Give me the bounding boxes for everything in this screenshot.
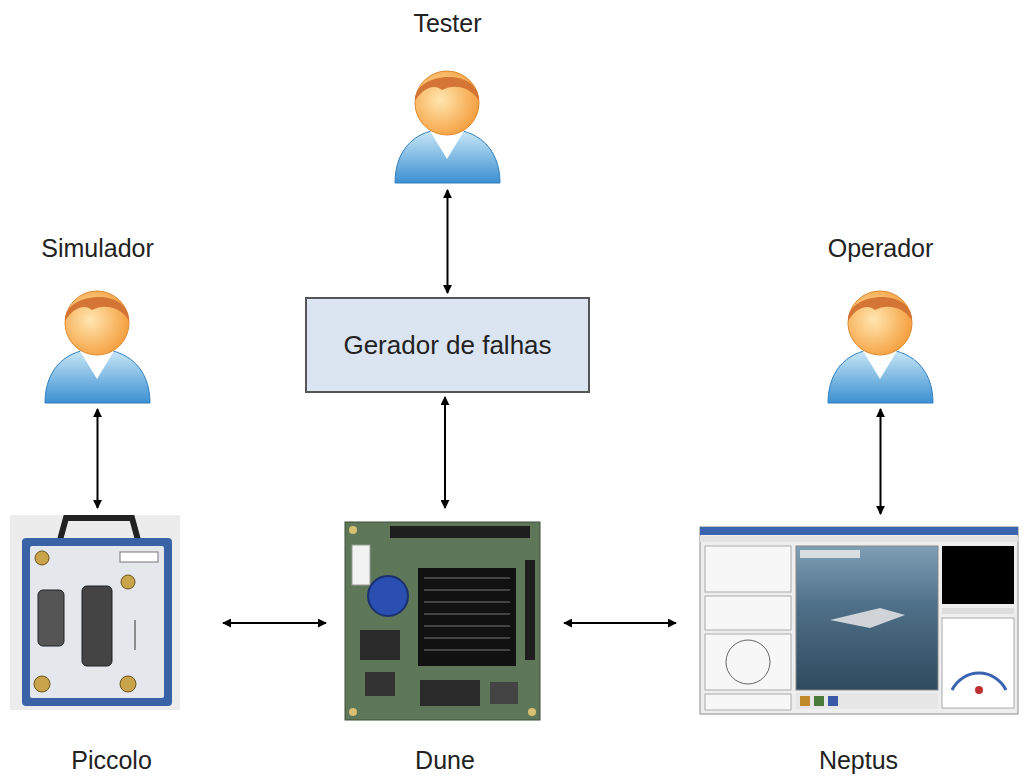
- double-arrow: [444, 397, 446, 508]
- double-arrow: [447, 190, 449, 293]
- autopilot-photo: [10, 515, 180, 710]
- person-node: Tester: [370, 8, 525, 186]
- double-arrow: [223, 622, 326, 624]
- double-arrow: [97, 409, 99, 508]
- person-node: Simulador: [20, 233, 175, 405]
- software-screenshot: [700, 527, 1018, 714]
- node-label: Neptus: [680, 745, 1024, 775]
- node-label: Operador: [803, 233, 958, 263]
- node-label: Piccolo: [4, 745, 219, 775]
- person-icon: [828, 291, 933, 403]
- node-label: Tester: [370, 8, 525, 38]
- hardware-node: Piccolo: [4, 512, 219, 775]
- node-label: Dune: [330, 745, 560, 775]
- hardware-node: Dune: [330, 512, 560, 775]
- node-label: Gerador de falhas: [343, 330, 551, 360]
- double-arrow: [880, 409, 882, 514]
- node-label: Simulador: [20, 233, 175, 263]
- person-icon: [45, 291, 150, 403]
- process-box: Gerador de falhas: [305, 297, 590, 393]
- person-node: Operador: [803, 233, 958, 405]
- computer-board-photo: [345, 522, 540, 720]
- software-node: Neptus: [680, 518, 1024, 775]
- double-arrow: [564, 622, 676, 624]
- person-icon: [395, 71, 500, 183]
